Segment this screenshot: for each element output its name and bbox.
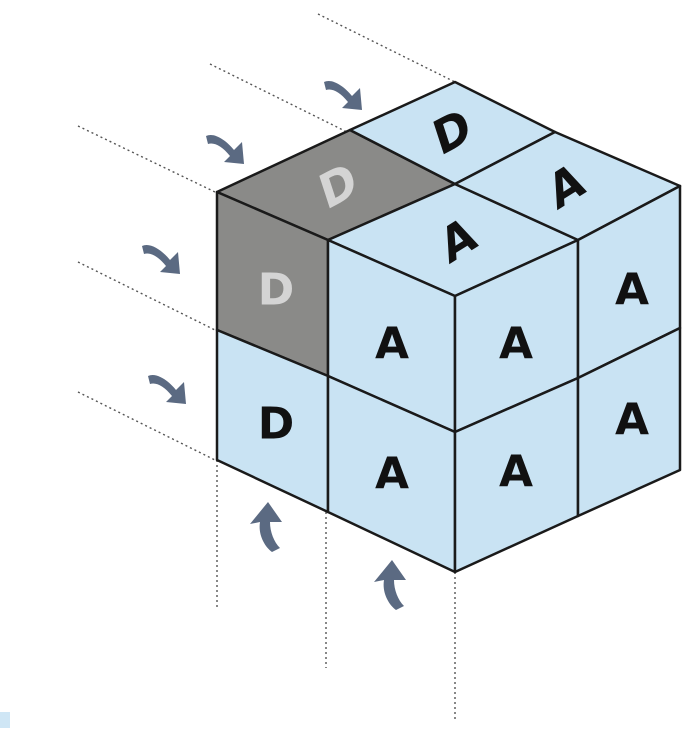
curved-arrow-up-icon	[250, 502, 282, 552]
guide-lines	[77, 13, 456, 722]
curved-arrow-right-icon	[206, 134, 244, 164]
curved-arrow-right-icon	[142, 244, 180, 274]
curved-arrow-up-icon	[374, 560, 406, 610]
guide-line	[77, 125, 216, 193]
cell-letter: A	[375, 319, 409, 370]
curved-arrow-right-icon	[324, 80, 362, 110]
cell-letter: D	[258, 399, 295, 450]
cell-letter: A	[375, 449, 409, 500]
cell-letter: A	[615, 265, 649, 316]
cell-letter: D	[258, 265, 295, 316]
cell-letter: A	[615, 395, 649, 446]
front-face	[215, 190, 457, 574]
curved-arrow-right-icon	[148, 374, 186, 404]
cell-letter: A	[499, 447, 533, 498]
left-arrows	[142, 80, 362, 404]
guide-line	[209, 63, 348, 133]
right-face	[453, 184, 682, 574]
right-face-cell	[576, 326, 682, 518]
bottom-arrows	[250, 502, 406, 610]
corner-mark	[0, 712, 10, 728]
guide-line	[77, 261, 216, 331]
cell-letter: A	[499, 319, 533, 370]
guide-line	[77, 391, 216, 461]
guide-line	[317, 13, 456, 83]
